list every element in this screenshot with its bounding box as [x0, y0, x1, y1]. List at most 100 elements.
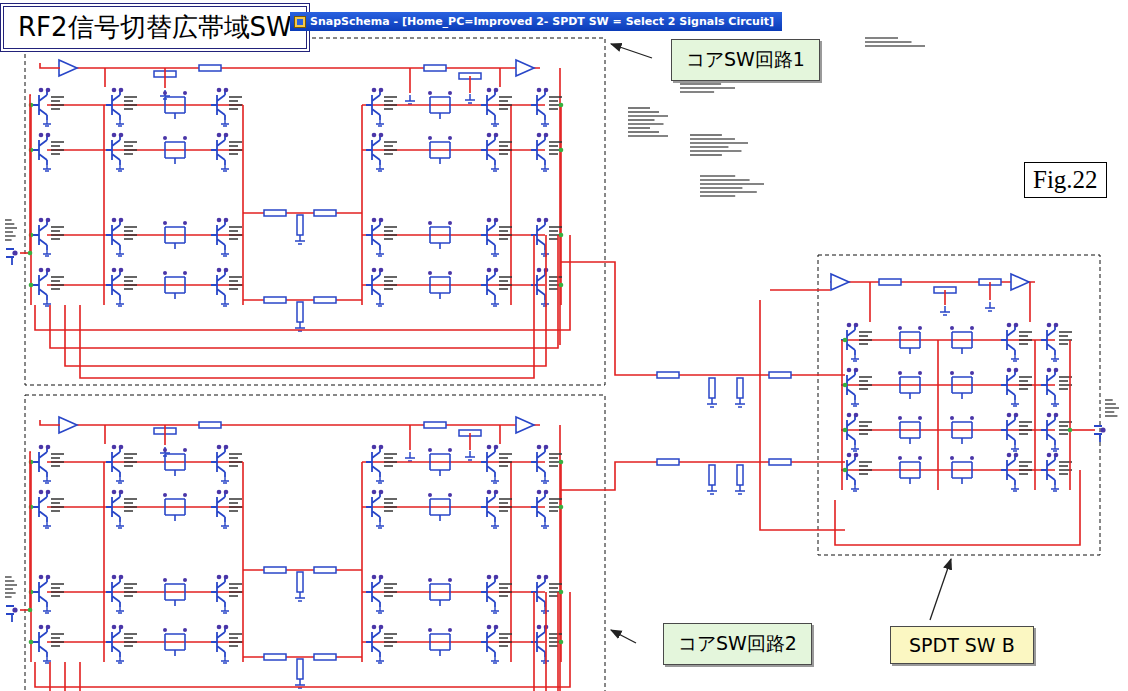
tiny-print	[1105, 403, 1116, 405]
pin-dot	[950, 416, 954, 420]
pin-dot	[372, 490, 377, 495]
tiny-print	[384, 238, 393, 240]
pin-dot	[379, 268, 384, 273]
ground-symbol	[376, 607, 384, 613]
transistor-symbol	[211, 625, 242, 663]
transistor-body	[531, 627, 545, 657]
junction-dot	[28, 608, 33, 613]
tiny-print	[384, 234, 397, 236]
wire	[510, 462, 512, 662]
tiny-print	[229, 280, 238, 282]
tiny-print	[384, 510, 393, 512]
wire	[40, 63, 60, 68]
pin-dot	[379, 218, 384, 223]
pin-dot	[217, 88, 222, 93]
ground-symbol	[851, 400, 859, 406]
tiny-print	[124, 587, 133, 589]
junction-dot	[559, 640, 564, 645]
tiny-print	[124, 498, 137, 500]
transistor-body	[211, 577, 225, 607]
junction-dot	[843, 383, 848, 388]
wire	[65, 592, 546, 691]
tiny-print	[549, 645, 558, 647]
ground-symbol	[43, 522, 51, 528]
tiny-print	[384, 149, 397, 151]
tiny-print	[1059, 331, 1072, 333]
ground-symbol	[116, 165, 124, 171]
pin-dot	[372, 445, 377, 450]
pin-dot	[379, 490, 384, 495]
tiny-print	[499, 457, 508, 459]
resistor-symbol	[314, 297, 336, 303]
transistor-body	[481, 220, 495, 250]
tiny-print	[124, 583, 137, 585]
tiny-print	[51, 633, 64, 635]
pin-dot	[224, 575, 229, 580]
ground-symbol	[116, 120, 124, 126]
tiny-print	[1019, 421, 1032, 423]
bridge-body	[952, 462, 972, 484]
ground-symbol	[1051, 355, 1059, 361]
tiny-print	[865, 37, 898, 39]
tiny-print	[51, 583, 64, 585]
ground-symbol	[491, 522, 499, 528]
ground-symbol	[295, 235, 305, 244]
tiny-print	[1105, 399, 1113, 401]
group-outline	[25, 38, 605, 385]
tiny-print	[865, 41, 912, 43]
resistor-symbol	[424, 65, 446, 71]
pin-dot	[854, 368, 859, 373]
junction-dot	[843, 338, 848, 343]
transistor-body	[106, 577, 120, 607]
tiny-print	[549, 96, 562, 98]
pin-dot	[163, 221, 167, 225]
tiny-print	[384, 104, 397, 106]
tiny-print	[499, 276, 512, 278]
ground-symbol	[541, 250, 549, 256]
pin-dot	[46, 445, 51, 450]
tiny-print	[229, 234, 242, 236]
pin-dot	[112, 88, 117, 93]
pin-dot	[46, 133, 51, 138]
transistor-symbol	[366, 133, 397, 171]
pin-dot	[918, 371, 922, 375]
transistor-body	[1001, 455, 1015, 485]
tiny-print	[51, 149, 64, 151]
transistor-body	[1001, 325, 1015, 355]
wire	[845, 429, 1055, 431]
bridge-body	[952, 332, 972, 354]
transistor-body	[1001, 415, 1015, 445]
transistor-symbol	[106, 490, 137, 528]
wire	[469, 76, 471, 93]
bridge-body	[165, 142, 185, 164]
transistor-body	[366, 627, 380, 657]
window-icon-mark	[297, 19, 303, 25]
pin-dot	[494, 575, 499, 580]
tiny-print	[499, 465, 508, 467]
ground-symbol	[116, 250, 124, 256]
tiny-print	[549, 141, 562, 143]
pin-dot	[1047, 323, 1052, 328]
buffer-symbol	[59, 417, 77, 433]
wire	[362, 641, 545, 643]
tiny-print	[499, 583, 512, 585]
ground-symbol	[541, 165, 549, 171]
wire	[104, 68, 106, 87]
junction-dot	[559, 233, 564, 238]
transistor-symbol	[106, 88, 137, 126]
bridge-element	[950, 416, 974, 444]
tiny-print	[51, 457, 60, 459]
ground-symbol	[1011, 445, 1019, 451]
transistor-body	[481, 270, 495, 300]
wire	[243, 569, 362, 571]
transistor-symbol	[1001, 323, 1032, 361]
tiny-print	[51, 637, 60, 639]
wire	[362, 506, 545, 508]
ground-symbol	[1011, 355, 1019, 361]
tiny-print	[51, 230, 60, 232]
tiny-print	[859, 343, 868, 345]
tiny-print	[859, 469, 872, 471]
tiny-print	[499, 145, 508, 147]
tiny-print	[859, 465, 868, 467]
transistor-symbol	[1001, 368, 1032, 406]
